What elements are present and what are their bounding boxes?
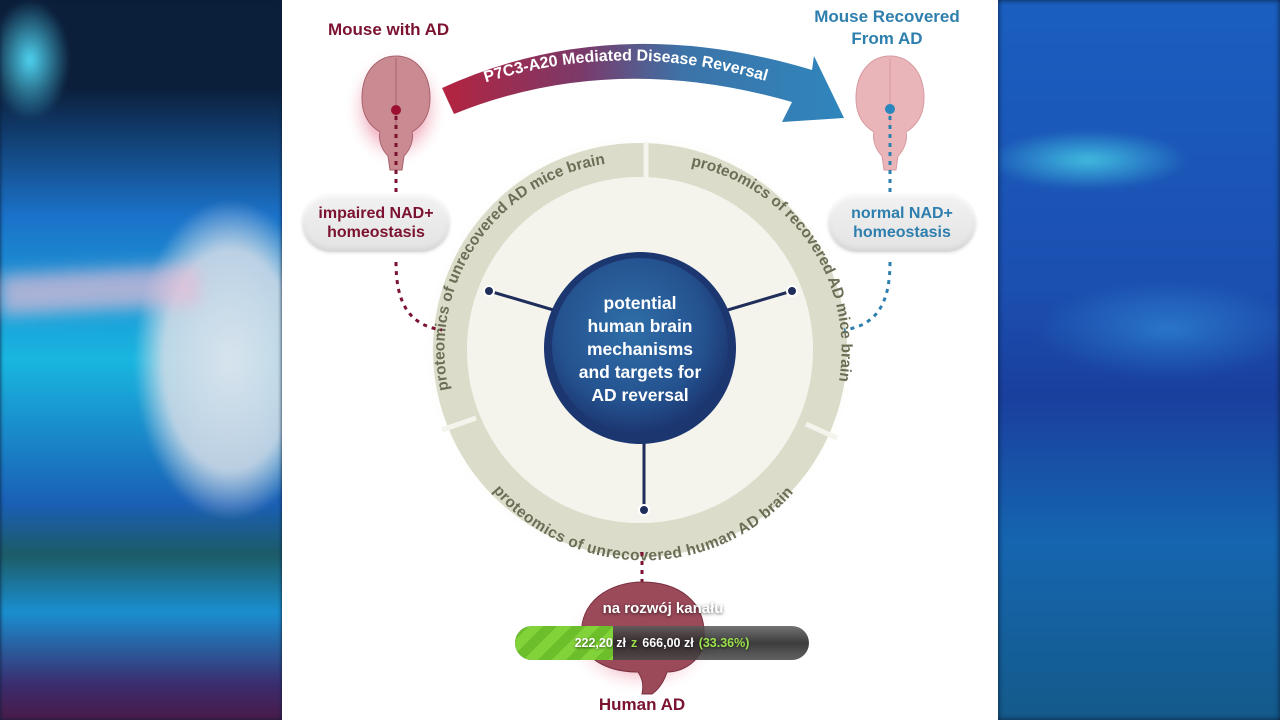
proteomics-ring (433, 143, 847, 557)
center-label-line: mechanisms (586, 339, 694, 359)
mouse-recovered-title-line2: From AD (851, 29, 923, 48)
mouse-brain-ad-icon (344, 46, 448, 171)
center-label-line: potential (603, 293, 677, 313)
donation-widget: na rozwój kanału 222,20 zł z 666,00 zł (… (515, 600, 811, 660)
donation-percent: (33.36%) (698, 636, 750, 650)
ring-separator-right (804, 421, 839, 441)
donation-progress-text: 222,20 zł z 666,00 zł (33.36%) (515, 626, 809, 660)
center-label-line: human brain (587, 316, 693, 336)
normal-nad-line1: normal NAD+ (851, 205, 953, 222)
donation-label: na rozwój kanału (602, 600, 724, 617)
ring-separator-left (441, 415, 477, 433)
donation-goal-amount: 666,00 zł (642, 636, 694, 650)
impaired-nad-pill: impaired NAD+ homeostasis (302, 194, 450, 252)
normal-nad-line2: homeostasis (853, 224, 951, 241)
center-label-line: and targets for (578, 362, 702, 382)
spoke-right-node (786, 285, 798, 297)
center-disc (552, 258, 728, 434)
center-label: potential human brain mechanisms and tar… (540, 292, 740, 407)
connector-left-lower (394, 261, 443, 332)
mouse-recovered-title: Mouse Recovered From AD (792, 6, 982, 50)
blurred-background-right (998, 0, 1280, 720)
mouse-with-ad-title: Mouse with AD (328, 20, 450, 39)
donation-progress-bar: 222,20 zł z 666,00 zł (33.36%) (515, 626, 809, 660)
spoke-left-node (483, 285, 495, 297)
reversal-arrow (442, 43, 844, 123)
connector-right-lower (843, 261, 892, 332)
donation-current-amount: 222,20 zł (574, 636, 626, 650)
donation-progress-fill (515, 626, 614, 660)
normal-nad-pill: normal NAD+ homeostasis (828, 194, 976, 252)
diagram-graphics: proteomics of unrecovered AD mice brain … (344, 43, 925, 696)
donation-separator: z (631, 636, 638, 650)
impaired-nad-line1: impaired NAD+ (318, 205, 434, 222)
center-label-line: AD reversal (591, 385, 689, 405)
impaired-nad-line2: homeostasis (327, 224, 425, 241)
human-ad-title: Human AD (598, 695, 686, 714)
blurred-background-left (0, 0, 282, 720)
mouse-recovered-title-line1: Mouse Recovered (814, 7, 960, 26)
spoke-bottom-node (638, 504, 650, 516)
diagram-panel: proteomics of unrecovered AD mice brain … (282, 0, 998, 720)
